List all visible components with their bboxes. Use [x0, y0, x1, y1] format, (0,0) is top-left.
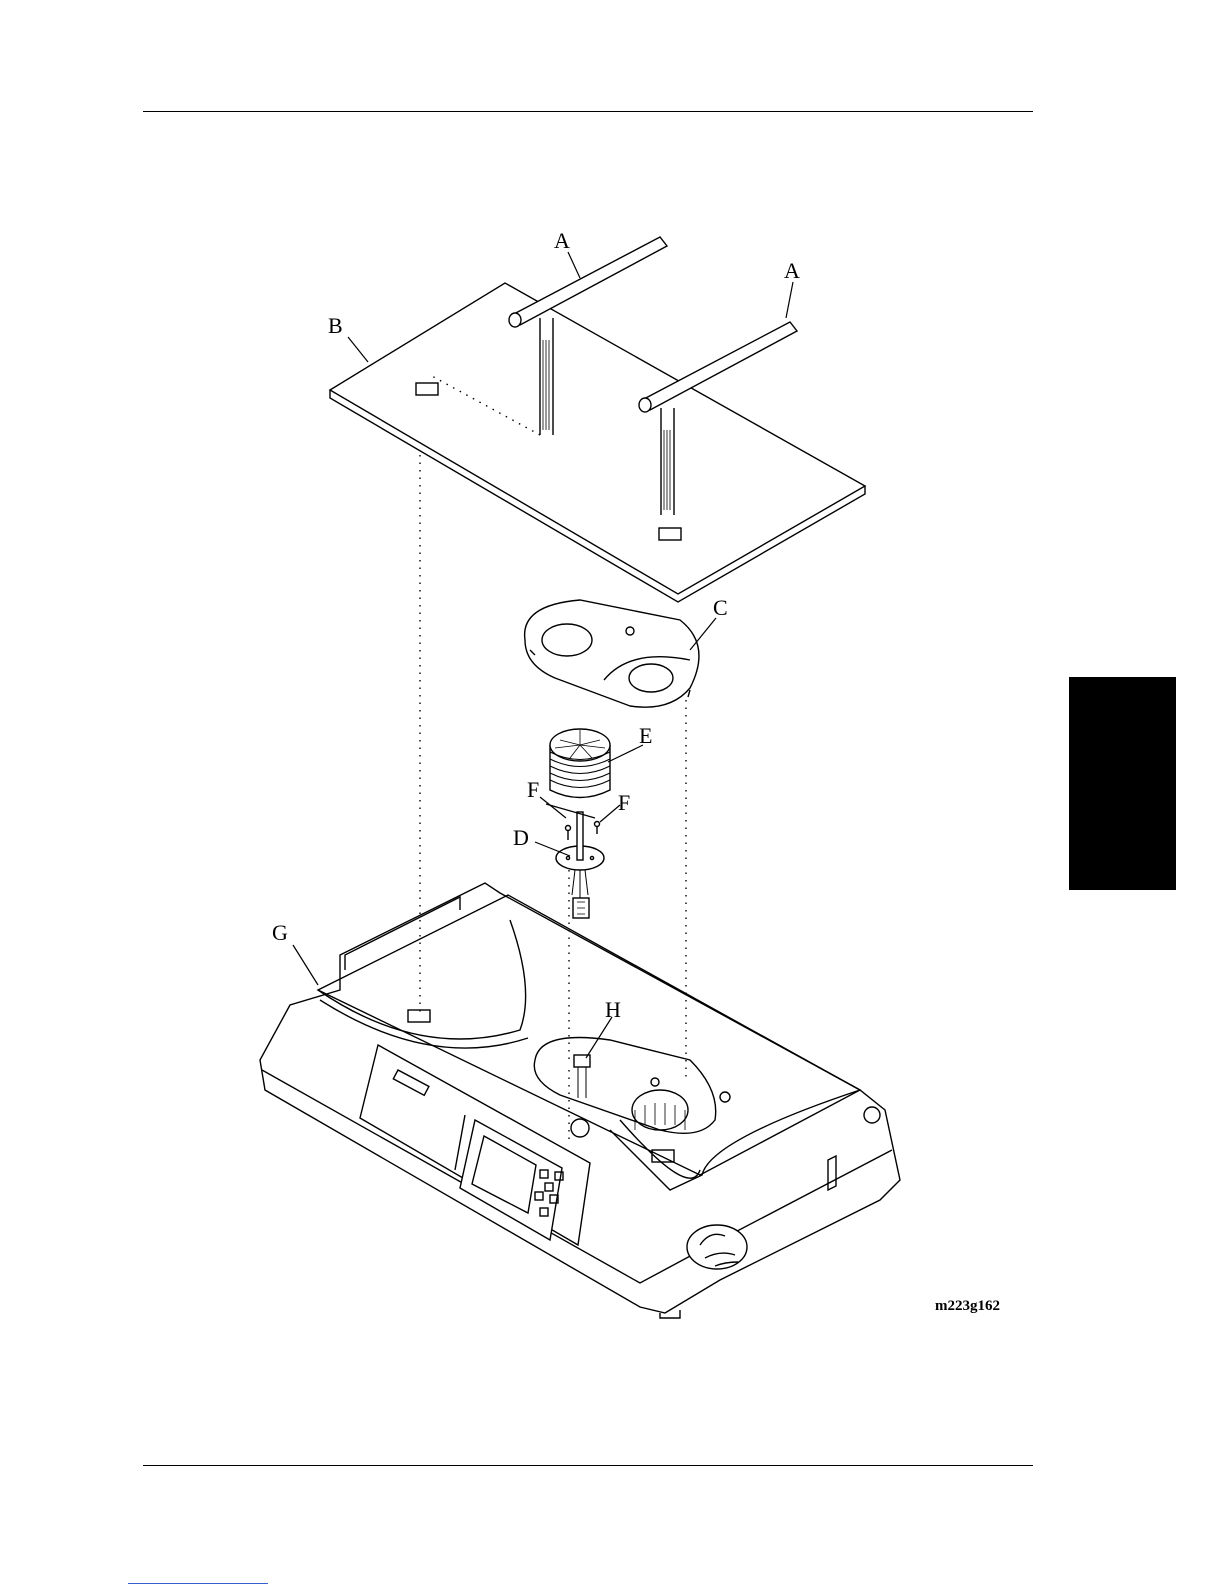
callout-label-d: D: [513, 825, 529, 850]
fan-cylinder: [550, 729, 610, 798]
callout-label-f: F: [527, 777, 539, 802]
callout-label-a: A: [554, 228, 570, 253]
top-cover-plate: [525, 600, 699, 707]
callout-label-b: B: [328, 313, 343, 338]
callout-label-e: E: [639, 723, 652, 748]
callout-label-h: H: [605, 997, 621, 1022]
callout-label-g: G: [272, 920, 288, 945]
figure-id: m223g162: [935, 1298, 1000, 1314]
section-tab: [1069, 677, 1176, 890]
callout-label-a: A: [784, 258, 800, 283]
base-housing: [260, 883, 900, 1318]
footer-rule: [143, 1465, 1033, 1466]
callout-label-f: F: [618, 790, 630, 815]
callout-label-c: C: [713, 595, 728, 620]
